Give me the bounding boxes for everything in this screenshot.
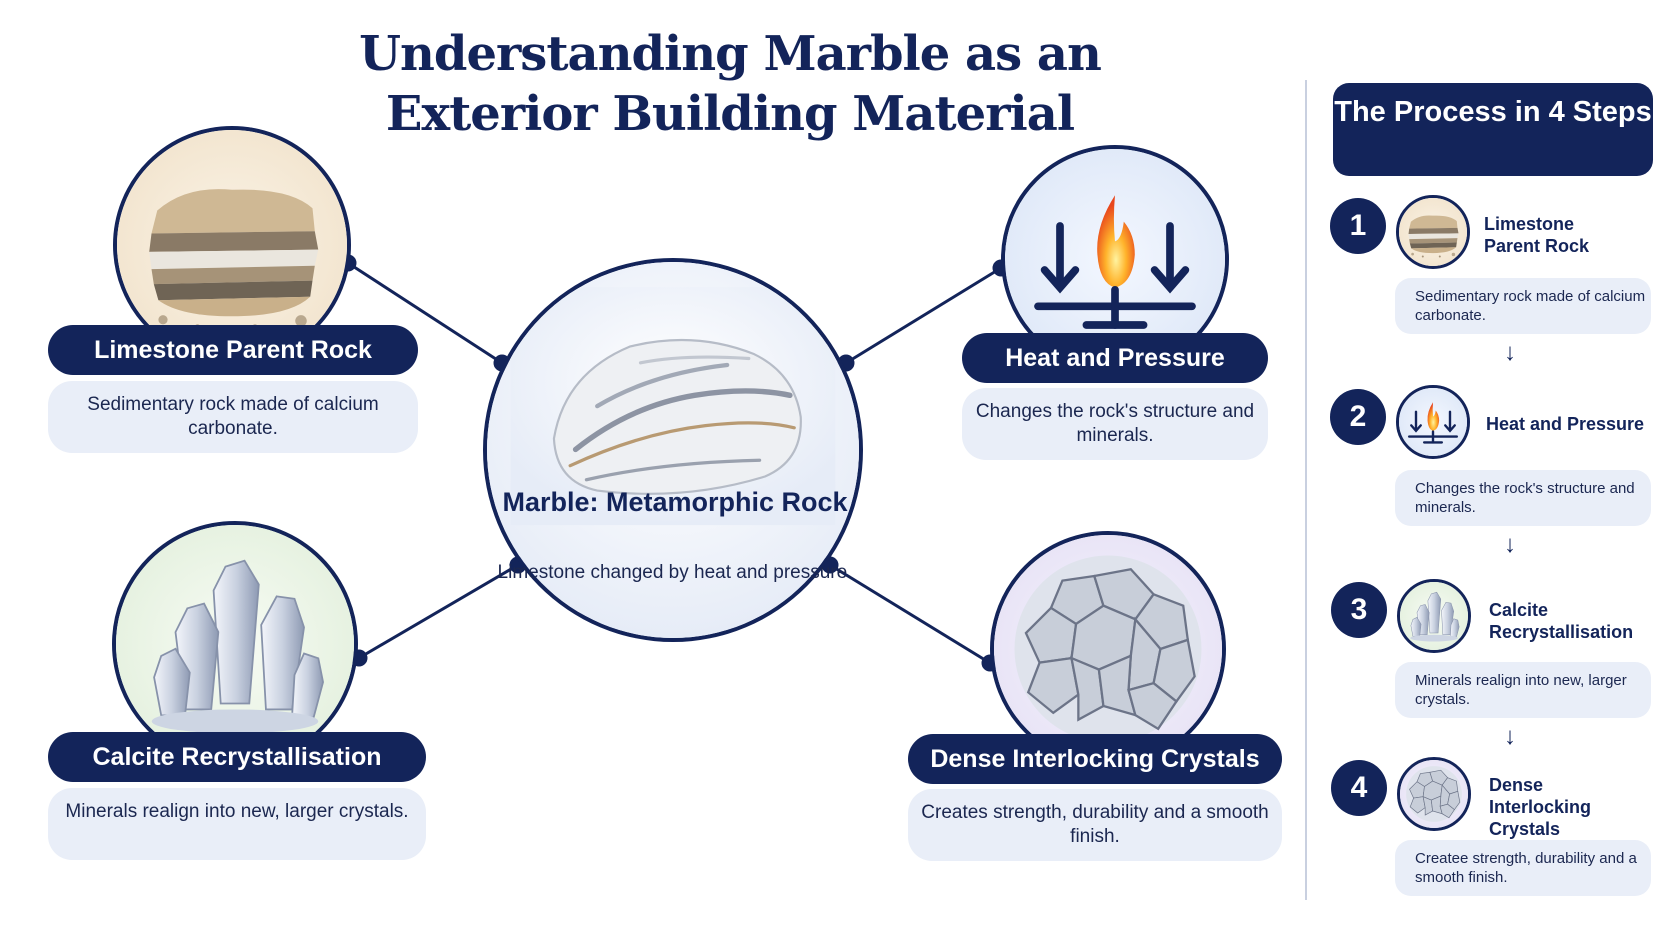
- step-arrow-icon: ↓: [1504, 339, 1516, 366]
- marble-rock-icon: [483, 258, 863, 642]
- step-arrow-icon: ↓: [1504, 531, 1516, 558]
- crystal-cluster-icon: [1397, 579, 1471, 653]
- interlocking-crystals-icon: [1397, 757, 1471, 831]
- step-number-1: 1: [1330, 198, 1386, 254]
- step-desc-3: Minerals realign into new, larger crysta…: [1395, 662, 1651, 718]
- layered-rock-icon: [1396, 195, 1470, 269]
- connector-line-calcite: [358, 563, 519, 660]
- connector-line-dense: [829, 563, 991, 665]
- step-number-3: 3: [1331, 582, 1387, 638]
- step-title-2: Heat and Pressure: [1486, 414, 1645, 434]
- flame-pressure-icon: [1396, 385, 1470, 459]
- sidebar-header: The Process in 4 Steps: [1333, 83, 1653, 176]
- page-title: Understanding Marble as an Exterior Buil…: [359, 26, 1102, 142]
- node-title-dense: Dense Interlocking Crystals: [908, 734, 1282, 784]
- node-title-limestone: Limestone Parent Rock: [48, 325, 418, 375]
- crystal-cluster-icon: [112, 521, 358, 767]
- step-desc-2: Changes the rock's structure and mineral…: [1395, 470, 1651, 526]
- step-title-4: Dense Interlocking Crystals: [1489, 775, 1592, 839]
- node-desc-calcite: Minerals realign into new, larger crysta…: [48, 788, 426, 860]
- step-arrow-icon: ↓: [1504, 723, 1516, 750]
- node-title-calcite: Calcite Recrystallisation: [48, 732, 426, 782]
- node-desc-limestone: Sedimentary rock made of calcium carbona…: [48, 381, 418, 453]
- step-title-3: Calcite Recrystallisation: [1489, 600, 1634, 642]
- node-desc-heat: Changes the rock's structure and mineral…: [962, 388, 1268, 460]
- center-description: Limestone changed by heat and pressure.: [497, 562, 853, 583]
- node-title-heat: Heat and Pressure: [962, 333, 1268, 383]
- sidebar-divider: [1305, 80, 1307, 900]
- step-number-4: 4: [1331, 760, 1387, 816]
- node-desc-dense: Creates strength, durability and a smoot…: [908, 789, 1282, 861]
- connector-line-limestone: [347, 261, 503, 365]
- step-desc-4: Createe strength, durability and a smoot…: [1395, 840, 1651, 896]
- center-title: Marble: Metamorphic Rock: [502, 487, 848, 517]
- step-title-1: Limestone Parent Rock: [1484, 214, 1590, 256]
- step-number-2: 2: [1330, 389, 1386, 445]
- step-desc-1: Sedimentary rock made of calcium carbona…: [1395, 278, 1651, 334]
- interlocking-crystals-icon: [990, 531, 1226, 767]
- connector-line-heat: [845, 266, 1002, 365]
